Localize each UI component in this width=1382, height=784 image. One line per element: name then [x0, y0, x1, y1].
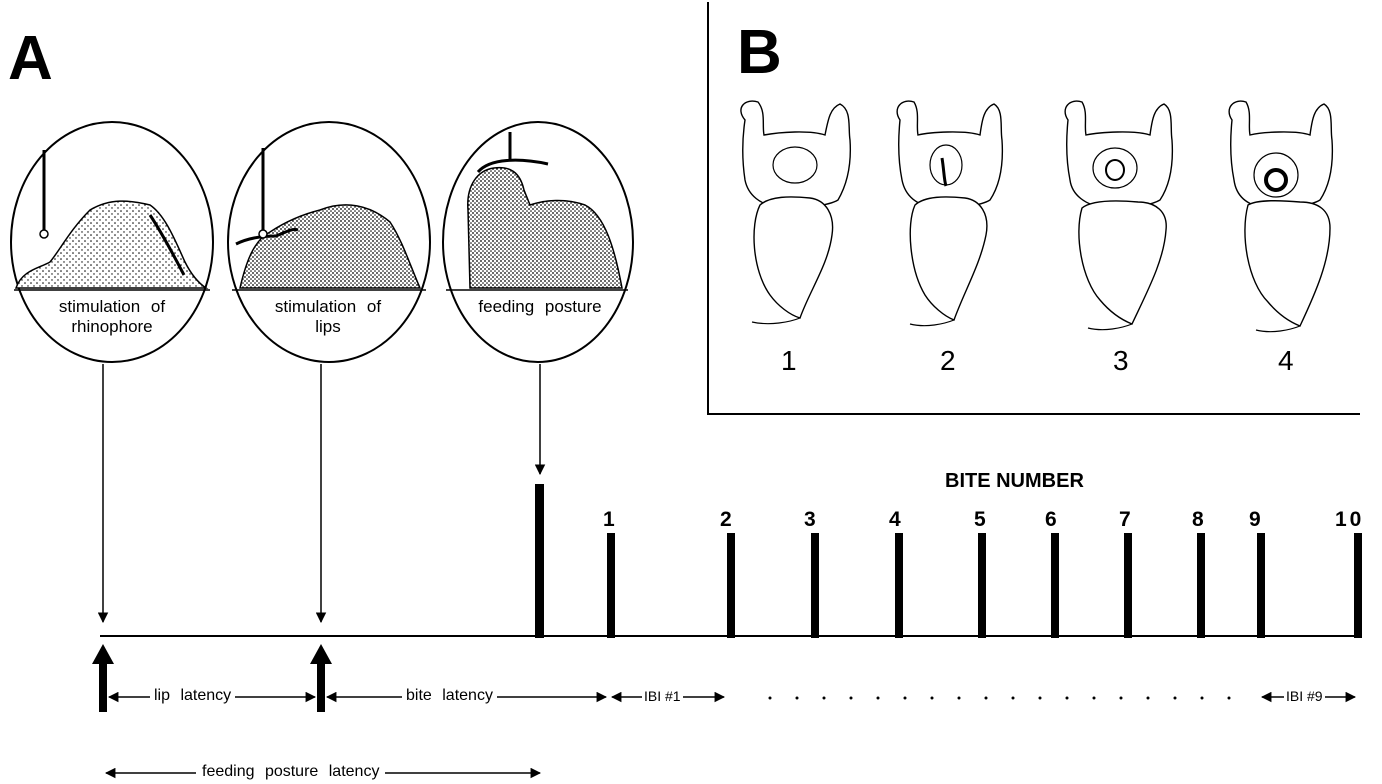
buccal-drawing-1: [741, 101, 850, 324]
ellipsis-dot: [931, 697, 934, 700]
ibi-ellipsis-dots: [769, 697, 1231, 700]
ellipsis-dot: [1174, 697, 1177, 700]
ellipsis-dot: [1012, 697, 1015, 700]
ellipsis-dot: [958, 697, 961, 700]
ellipsis-dot: [796, 697, 799, 700]
bite-number-5: 5: [974, 508, 986, 532]
ellipsis-dot: [823, 697, 826, 700]
posture-onset-bar: [535, 484, 544, 638]
ibi-first-label: IBI #1: [642, 688, 683, 704]
inset-number-4: 4: [1278, 345, 1294, 377]
bite-bar-1: [607, 533, 615, 638]
bite-number-7: 7: [1119, 508, 1131, 532]
ellipsis-dot: [1093, 697, 1096, 700]
ellipsis-dot: [850, 697, 853, 700]
buccal-drawing-2: [897, 101, 1002, 326]
bite-number-9: 9: [1249, 508, 1261, 532]
ibi-last-label: IBI #9: [1284, 688, 1325, 704]
caption-feeding-posture: feeding posture: [450, 297, 630, 317]
buccal-drawing-3: [1065, 101, 1172, 330]
bite-number-3: 3: [804, 508, 816, 532]
bite-bar-10: [1354, 533, 1362, 638]
bite-latency-label: bite latency: [402, 687, 497, 705]
bite-bar-7: [1124, 533, 1132, 638]
ellipsis-dot: [1066, 697, 1069, 700]
ellipsis-dot: [904, 697, 907, 700]
inset-number-2: 2: [940, 345, 956, 377]
bite-bar-2: [727, 533, 735, 638]
ellipsis-dot: [985, 697, 988, 700]
lip-latency-label: lip latency: [150, 687, 235, 705]
bite-number-title: BITE NUMBER: [945, 470, 1084, 493]
ellipsis-dot: [1120, 697, 1123, 700]
inset-number-1: 1: [781, 345, 797, 377]
bite-number-2: 2: [720, 508, 732, 532]
caption-rhinophore: stimulation of rhinophore: [22, 297, 202, 337]
bite-number-8: 8: [1192, 508, 1204, 532]
bite-bar-4: [895, 533, 903, 638]
lips-stim-arrow: [310, 644, 332, 712]
stimulus-circle-feeding-posture: [443, 122, 633, 362]
ellipsis-dot: [1147, 697, 1150, 700]
bite-bar-6: [1051, 533, 1059, 638]
bite-bar-9: [1257, 533, 1265, 638]
bite-bar-5: [978, 533, 986, 638]
ellipsis-dot: [877, 697, 880, 700]
rhinophore-stim-arrow: [92, 644, 114, 712]
bite-number-1: 1: [603, 508, 615, 532]
bite-bar-3: [811, 533, 819, 638]
bite-bars: [607, 533, 1362, 638]
ellipsis-dot: [1039, 697, 1042, 700]
bite-bar-8: [1197, 533, 1205, 638]
ellipsis-dot: [1201, 697, 1204, 700]
bite-number-4: 4: [889, 508, 901, 532]
bite-number-6: 6: [1045, 508, 1057, 532]
feeding-posture-latency-label: feeding posture latency: [196, 763, 385, 781]
caption-lips: stimulation of lips: [238, 297, 418, 337]
ellipsis-dot: [1228, 697, 1231, 700]
bite-number-10: 10: [1335, 508, 1364, 532]
buccal-drawing-4: [1229, 101, 1332, 332]
inset-number-3: 3: [1113, 345, 1129, 377]
ellipsis-dot: [769, 697, 772, 700]
